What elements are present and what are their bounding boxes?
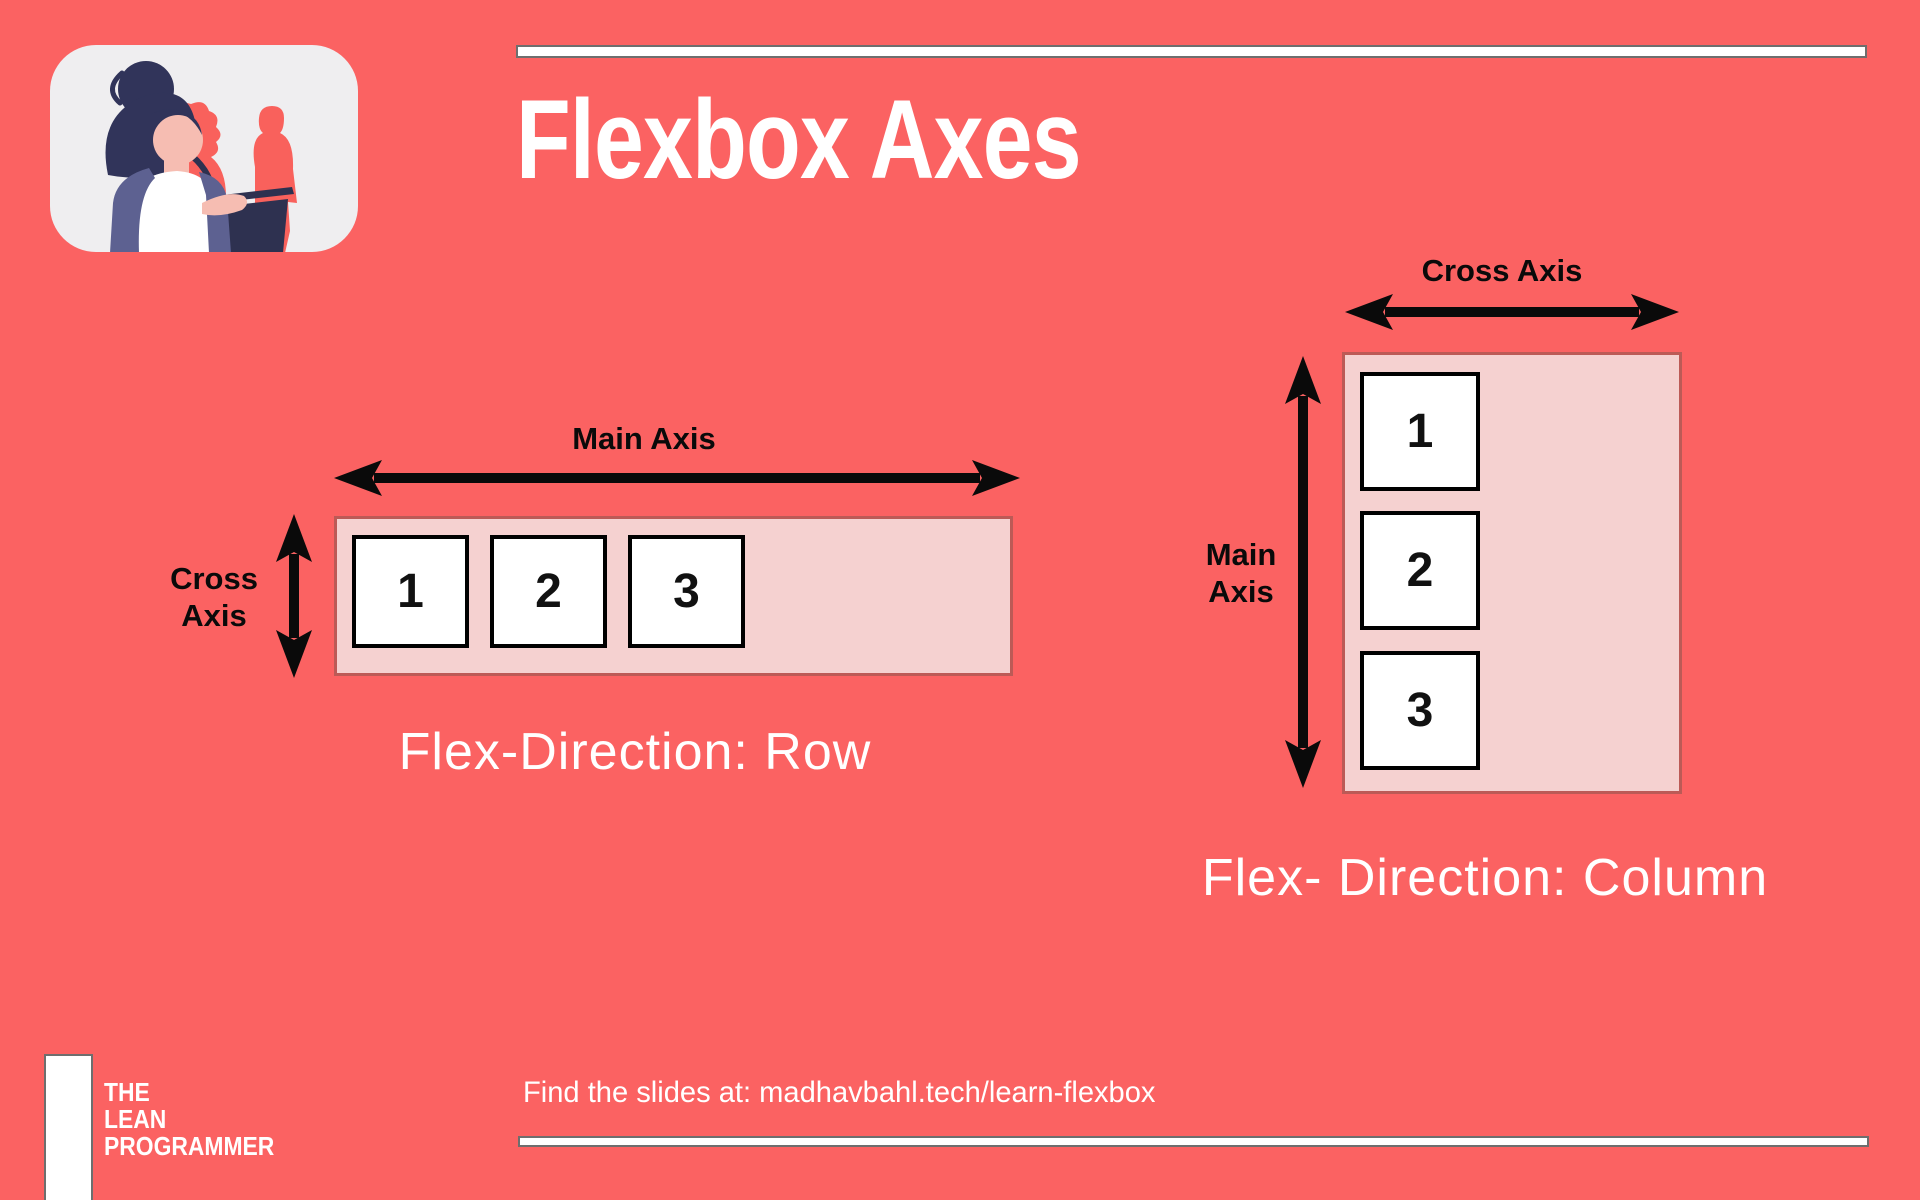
brand-line: THE bbox=[104, 1077, 150, 1107]
column-cross-axis-arrow-icon bbox=[1345, 294, 1679, 330]
row-flex-item-3: 3 bbox=[628, 535, 745, 648]
column-flex-item-2: 2 bbox=[1360, 511, 1480, 630]
column-flex-container: 1 2 3 bbox=[1342, 352, 1682, 794]
top-divider-bar bbox=[516, 45, 1867, 58]
row-cross-axis-arrow-icon bbox=[276, 514, 312, 678]
brand-logo bbox=[50, 45, 358, 252]
page-title: Flexbox Axes bbox=[516, 77, 1082, 202]
speaker-presentation-illustration-icon bbox=[105, 61, 297, 252]
column-main-axis-arrow-icon bbox=[1285, 356, 1321, 788]
column-diagram-caption: Flex- Direction: Column bbox=[1201, 849, 1769, 907]
row-cross-axis-label: Cross Axis bbox=[170, 561, 258, 633]
column-main-axis-label: Main Axis bbox=[1205, 537, 1277, 609]
column-cross-axis-label: Cross Axis bbox=[1421, 253, 1583, 288]
brand-line: LEAN bbox=[104, 1104, 167, 1134]
row-diagram-caption: Flex-Direction: Row bbox=[398, 723, 872, 781]
brand-line: PROGRAMMER bbox=[104, 1131, 275, 1161]
row-flex-container: 1 2 3 bbox=[334, 516, 1013, 676]
row-main-axis-arrow-icon bbox=[334, 460, 1020, 496]
row-flex-item-2: 2 bbox=[490, 535, 607, 648]
row-flex-item-1: 1 bbox=[352, 535, 469, 648]
row-main-axis-label: Main Axis bbox=[572, 421, 716, 456]
footer-note: Find the slides at: madhavbahl.tech/lear… bbox=[523, 1076, 1156, 1109]
column-flex-item-3: 3 bbox=[1360, 651, 1480, 770]
column-flex-item-1: 1 bbox=[1360, 372, 1480, 491]
bottom-divider-bar bbox=[518, 1136, 1869, 1147]
footer-accent-bar bbox=[44, 1054, 93, 1200]
brand-name: THE LEAN PROGRAMMER bbox=[104, 1079, 274, 1160]
